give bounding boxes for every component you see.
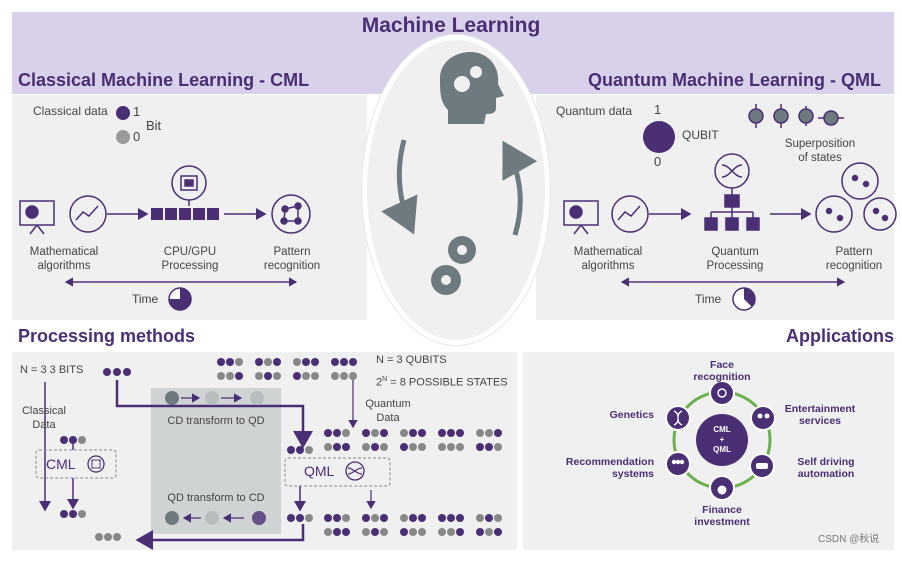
app-genetics-label: Genetics [609,409,654,421]
cml-data-label: Classical data [33,104,108,118]
shuffle-icon [714,153,750,189]
cml-time-label: Time [132,292,159,306]
app-recommendation-label: Recommendation systems [565,456,654,480]
cml-box [35,449,117,479]
qubit-dot [643,121,675,153]
watermark: CSDN @秋说 [818,534,880,545]
hierarchy-icon [704,194,760,231]
qubit-zero: 0 [654,154,662,169]
cml-step2-label: CPU/GPU Processing [161,246,219,272]
bit-one-dot [116,106,130,120]
bit-label: Bit [146,118,162,133]
presentation-icon [19,200,55,235]
gears-icon [431,236,476,295]
cml-step3-label: Pattern recognition [263,246,321,272]
qml-chart-circle-icon [611,195,649,233]
applications-title: Applications [786,326,894,346]
superposition-icons [748,104,844,128]
cd-transform-dots [165,391,264,405]
network-icon [271,194,311,234]
app-center-label: CML + QML [713,425,731,454]
qd-transform-dots [165,511,266,525]
qubit-state-dots [217,358,357,380]
qml-box [284,457,391,487]
arrow-left-icon [381,139,418,235]
bit-zero-dot [116,130,130,144]
classical-data-label: Classical Data [21,405,66,431]
face-icon [709,380,735,406]
qml-step3-label: Pattern recognition [825,246,883,272]
cml-time-icon [168,287,192,311]
qml-title: Quantum Machine Learning - QML [588,70,882,90]
app-finance-label: Finance investment [694,504,750,528]
app-entertainment-label: Entertainment services [784,403,856,427]
bits-dots [103,368,131,376]
cpu-blocks [151,208,219,220]
transform-band [151,388,281,534]
quantum-data-label: Quantum Data [365,398,411,424]
qml-step1-label: Mathematical algorithms [573,246,643,272]
cml-box-label: CML [46,456,76,472]
qml-box-label: QML [304,463,335,479]
qd-to-cd-label: QD transform to CD [167,492,265,504]
qml-step2-label: Quantum Processing [706,246,764,272]
n-bits-label: N = 3 3 BITS [20,364,84,376]
qml-presentation-icon [563,200,599,235]
cml-title: Classical Machine Learning - CML [18,70,310,90]
qubit-one: 1 [654,102,662,117]
chart-circle-icon [69,195,107,233]
qml-time-icon [732,287,756,311]
superposition-label: Superposition of states [784,138,856,164]
quantum-data-dots [287,429,502,454]
bit-zero: 0 [133,129,141,144]
cml-step1-label: Mathematical algorithms [29,246,99,272]
qml-time-label: Time [695,292,722,306]
qubit-label: QUBIT [682,128,719,142]
entertainment-icon [750,405,776,431]
processing-title: Processing methods [18,326,196,346]
qml-network-icons [815,162,897,233]
app-center [696,414,748,466]
arrow-right-icon [502,140,538,236]
cd-to-qd-label: CD transform to QD [167,415,265,427]
chip-icon [171,165,207,201]
page-title: Machine Learning [361,14,541,37]
app-self-driving-label: Self driving automation [797,456,855,480]
qml-data-label: Quantum data [556,104,633,118]
app-face-label: Face recognition [693,359,751,383]
possible-states-label: 2N = 8 POSSIBLE STATES [376,376,508,389]
n-qubits-label: N = 3 QUBITS [376,354,447,366]
head-gears-icon [440,52,504,124]
bit-one: 1 [133,104,141,119]
